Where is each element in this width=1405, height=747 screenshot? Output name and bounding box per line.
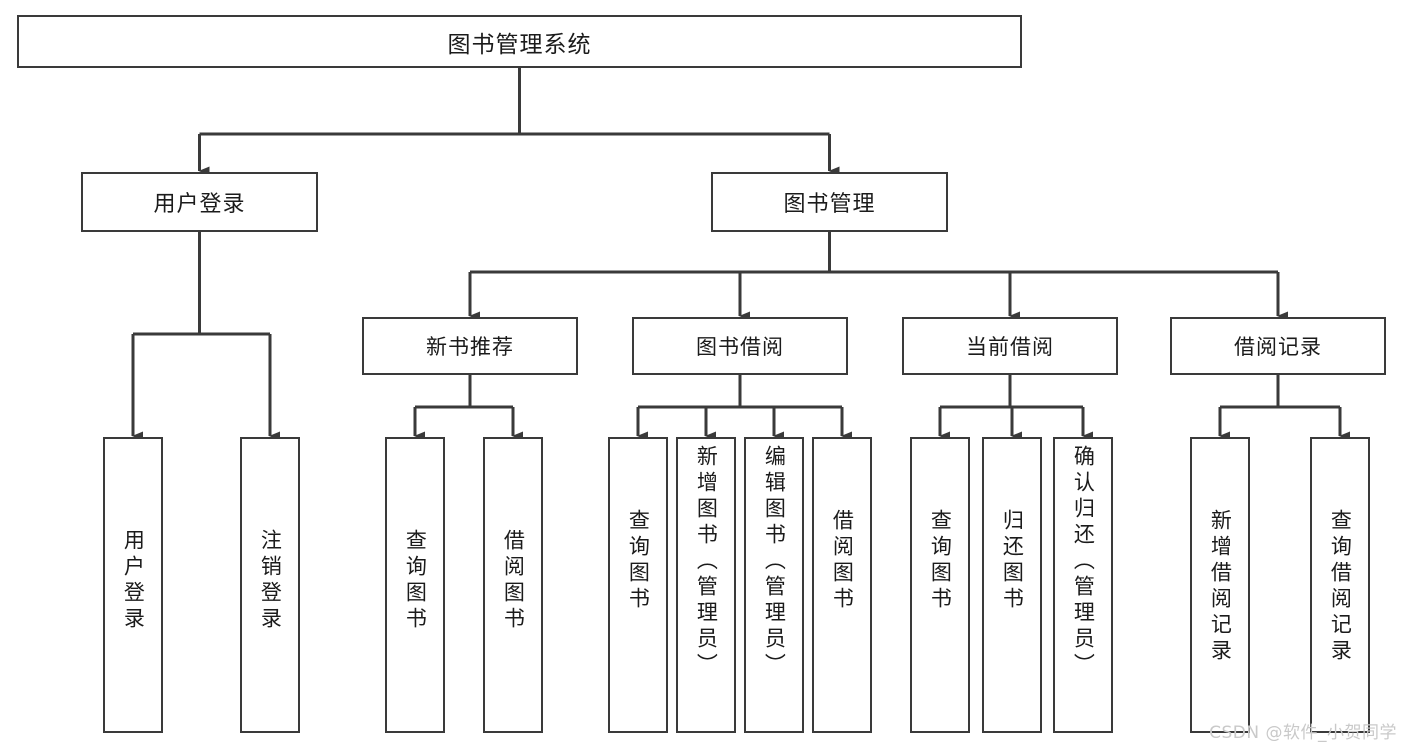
node-label: 确认归还（管理员）	[1071, 445, 1096, 679]
node-label: 归还图书	[1000, 509, 1025, 613]
node-new-book-recommend[interactable]: 新书推荐	[362, 317, 578, 375]
node-label: 借阅图书	[501, 529, 526, 633]
node-label: 查询图书	[403, 529, 428, 633]
node-label: 查询借阅记录	[1328, 509, 1353, 665]
node-label: 图书借阅	[696, 335, 784, 359]
node-label: 借阅图书	[830, 509, 855, 613]
node-leaf-add-borrow-record[interactable]: 新增借阅记录	[1190, 437, 1250, 733]
node-leaf-borrow-book-2[interactable]: 借阅图书	[812, 437, 872, 733]
node-label: 新增图书（管理员）	[694, 445, 719, 679]
watermark: CSDN @软件_小贺同学	[1209, 723, 1397, 743]
node-borrow-record[interactable]: 借阅记录	[1170, 317, 1386, 375]
node-leaf-query-borrow-record[interactable]: 查询借阅记录	[1310, 437, 1370, 733]
node-label: 新书推荐	[426, 335, 514, 359]
node-leaf-user-login[interactable]: 用户登录	[103, 437, 163, 733]
node-current-borrow[interactable]: 当前借阅	[902, 317, 1118, 375]
node-label: 图书管理	[783, 192, 876, 217]
node-label: 新增借阅记录	[1208, 509, 1233, 665]
node-leaf-add-book[interactable]: 新增图书（管理员）	[676, 437, 736, 733]
node-label: 借阅记录	[1234, 335, 1322, 359]
node-leaf-borrow-book-1[interactable]: 借阅图书	[483, 437, 543, 733]
node-leaf-return-book[interactable]: 归还图书	[982, 437, 1042, 733]
node-book-borrow[interactable]: 图书借阅	[632, 317, 848, 375]
node-leaf-edit-book[interactable]: 编辑图书（管理员）	[744, 437, 804, 733]
node-label: 用户登录	[153, 192, 246, 217]
node-leaf-query-book-3[interactable]: 查询图书	[910, 437, 970, 733]
node-label: 查询图书	[928, 509, 953, 613]
node-root[interactable]: 图书管理系统	[17, 15, 1022, 68]
node-leaf-query-book-1[interactable]: 查询图书	[385, 437, 445, 733]
node-label: 注销登录	[258, 529, 283, 633]
node-label: 图书管理系统	[447, 31, 592, 58]
node-leaf-user-logout[interactable]: 注销登录	[240, 437, 300, 733]
node-label: 当前借阅	[966, 335, 1054, 359]
node-leaf-confirm-return[interactable]: 确认归还（管理员）	[1053, 437, 1113, 733]
node-label: 编辑图书（管理员）	[762, 445, 787, 679]
node-user-login[interactable]: 用户登录	[81, 172, 318, 232]
node-book-manage[interactable]: 图书管理	[711, 172, 948, 232]
node-label: 查询图书	[626, 509, 651, 613]
node-leaf-query-book-2[interactable]: 查询图书	[608, 437, 668, 733]
node-label: 用户登录	[121, 529, 146, 633]
